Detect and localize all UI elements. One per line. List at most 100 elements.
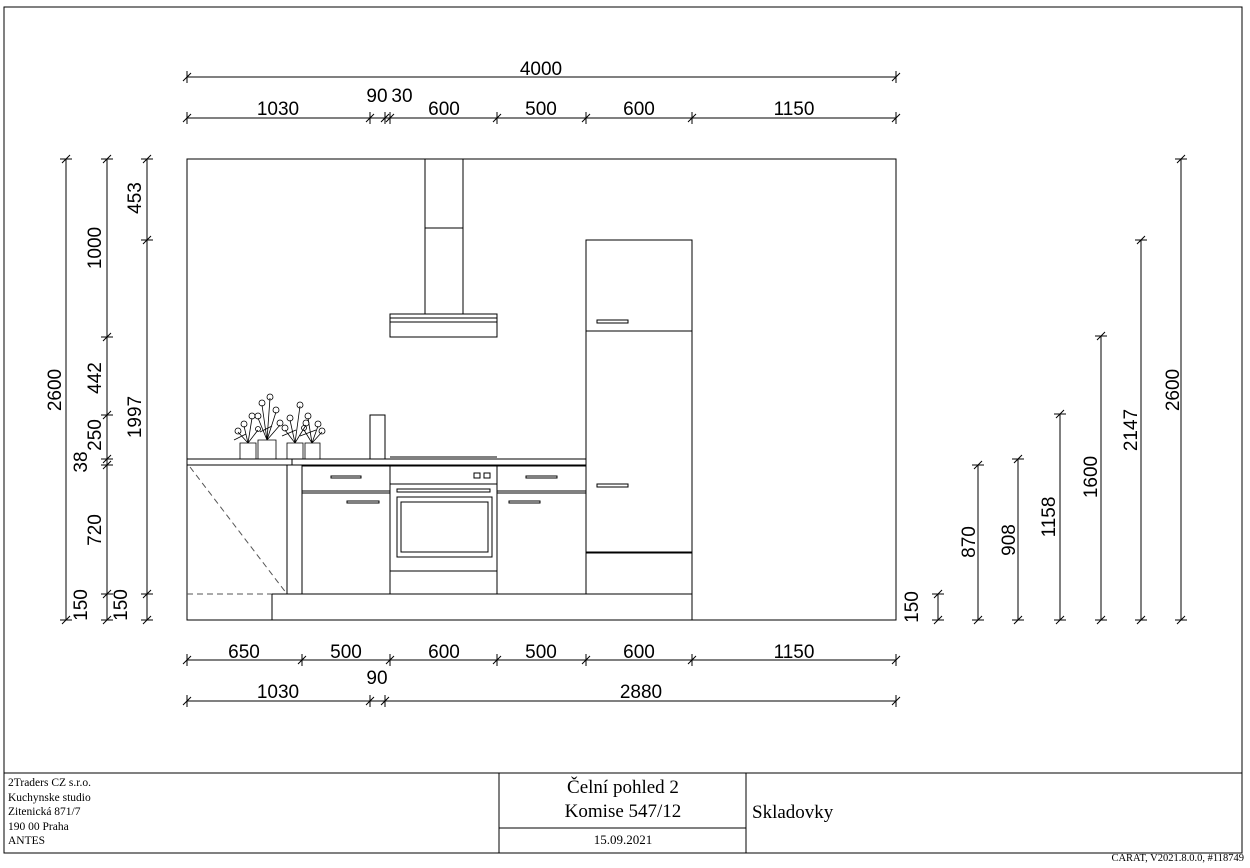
- company-line: 2Traders CZ s.r.o.: [8, 777, 91, 789]
- dim-left-1000: 1000: [85, 227, 106, 269]
- dim-left-720: 720: [85, 514, 106, 546]
- dimension-tick: [933, 589, 943, 599]
- software-version: CARAT, V2021.8.0.0, #118749: [1111, 853, 1244, 864]
- dimension-tick: [182, 655, 192, 665]
- base-cabinet-left: [301, 465, 391, 595]
- dimension-tick: [102, 410, 112, 420]
- dimension-tick: [1013, 454, 1023, 464]
- utensil-holder: [369, 414, 386, 460]
- dimension-tick: [933, 615, 943, 625]
- dimension-tick: [142, 615, 152, 625]
- dimension-tick: [182, 72, 192, 82]
- dim-top-overall: 4000: [520, 59, 562, 80]
- dimension-tick: [1055, 409, 1065, 419]
- dimension-tick: [380, 113, 390, 123]
- dimension-labels: 4000 1030 90 30 600 500 600 1150 650 500…: [45, 59, 1184, 703]
- dim-bottom-2880: 2880: [620, 682, 662, 703]
- dim-top-1030: 1030: [257, 99, 299, 120]
- dimension-tick: [891, 696, 901, 706]
- dim-top-90: 90: [366, 86, 387, 107]
- worktop: [187, 456, 586, 466]
- dimension-tick: [973, 615, 983, 625]
- dimension-tick: [581, 655, 591, 665]
- dim-top-30: 30: [391, 86, 412, 107]
- dim-bottom-1030: 1030: [257, 682, 299, 703]
- dim-bottom-1150: 1150: [774, 642, 815, 663]
- company-line: Kuchynske studio: [8, 791, 91, 804]
- dim-top-600b: 600: [623, 99, 655, 120]
- dimension-tick: [365, 696, 375, 706]
- view-title: Čelní pohled 2: [567, 777, 679, 798]
- project-number: Komise 547/12: [564, 801, 682, 822]
- dim-left-150b: 150: [111, 589, 132, 621]
- dimension-tick: [102, 332, 112, 342]
- dimension-tick: [891, 655, 901, 665]
- dimension-tick: [1136, 615, 1146, 625]
- dimension-tick: [492, 655, 502, 665]
- base-cabinet-right: [496, 465, 587, 595]
- dimension-tick: [1013, 615, 1023, 625]
- dim-right-150: 150: [902, 591, 923, 623]
- dim-bottom-600a: 600: [428, 642, 460, 663]
- dim-left-38: 38: [71, 451, 92, 472]
- potted-plants-icon: [233, 393, 326, 460]
- dim-bottom-650: 650: [228, 642, 260, 663]
- dim-left-250: 250: [85, 419, 106, 451]
- title-block-grid: [4, 772, 1242, 853]
- company-address: 2Traders CZ s.r.o. Kuchynske studio Zite…: [8, 776, 91, 849]
- dim-left-442: 442: [85, 362, 106, 394]
- dimension-tick: [891, 113, 901, 123]
- dimension-tick: [142, 154, 152, 164]
- dimension-tick: [891, 72, 901, 82]
- dimension-tick: [182, 113, 192, 123]
- company-line: 190 00 Praha: [8, 820, 69, 833]
- dim-left-2600: 2600: [45, 369, 66, 411]
- dim-right-2600: 2600: [1163, 369, 1184, 411]
- range-hood: [389, 158, 498, 338]
- oven: [389, 465, 498, 595]
- dimension-tick: [973, 460, 983, 470]
- dim-right-1600: 1600: [1081, 456, 1102, 498]
- view-title-block: Čelní pohled 2 Komise 547/12: [500, 776, 746, 824]
- dim-top-600a: 600: [428, 99, 460, 120]
- dimension-tick: [61, 154, 71, 164]
- dimension-tick: [1176, 615, 1186, 625]
- company-line: ANTES: [8, 835, 46, 848]
- dimension-tick: [1136, 235, 1146, 245]
- dimension-tick: [102, 589, 112, 599]
- dimension-tick: [385, 655, 395, 665]
- dimension-tick: [297, 655, 307, 665]
- dimension-tick: [102, 454, 112, 464]
- dimension-tick: [61, 615, 71, 625]
- dim-top-1150: 1150: [774, 99, 815, 120]
- dimension-tick: [581, 113, 591, 123]
- dimension-tick: [142, 589, 152, 599]
- sheet-frame: [3, 6, 1243, 854]
- dim-bottom-500b: 500: [525, 642, 557, 663]
- dim-left-1997: 1997: [125, 396, 146, 438]
- dimension-tick: [182, 696, 192, 706]
- dim-bottom-600b: 600: [623, 642, 655, 663]
- dim-top-500: 500: [525, 99, 557, 120]
- dimension-tick: [1176, 154, 1186, 164]
- dimension-tick: [492, 113, 502, 123]
- dimension-tick: [687, 655, 697, 665]
- dimension-tick: [102, 154, 112, 164]
- corner-cabinet: [186, 465, 288, 595]
- dim-bottom-500a: 500: [330, 642, 362, 663]
- dim-left-453: 453: [125, 182, 146, 214]
- dim-left-150a: 150: [71, 589, 92, 621]
- dimension-tick: [142, 235, 152, 245]
- dimension-tick: [1055, 615, 1065, 625]
- wall-outline: [186, 158, 897, 621]
- dimension-tick: [385, 113, 395, 123]
- dimension-tick: [1096, 615, 1106, 625]
- drawing-date: 15.09.2021: [593, 832, 653, 847]
- client-name: Skladovky: [752, 802, 834, 823]
- dimension-tick: [102, 460, 112, 470]
- dimension-tick: [1096, 331, 1106, 341]
- dim-right-2147: 2147: [1121, 409, 1142, 451]
- dim-right-870: 870: [959, 526, 980, 558]
- plinth: [271, 593, 693, 620]
